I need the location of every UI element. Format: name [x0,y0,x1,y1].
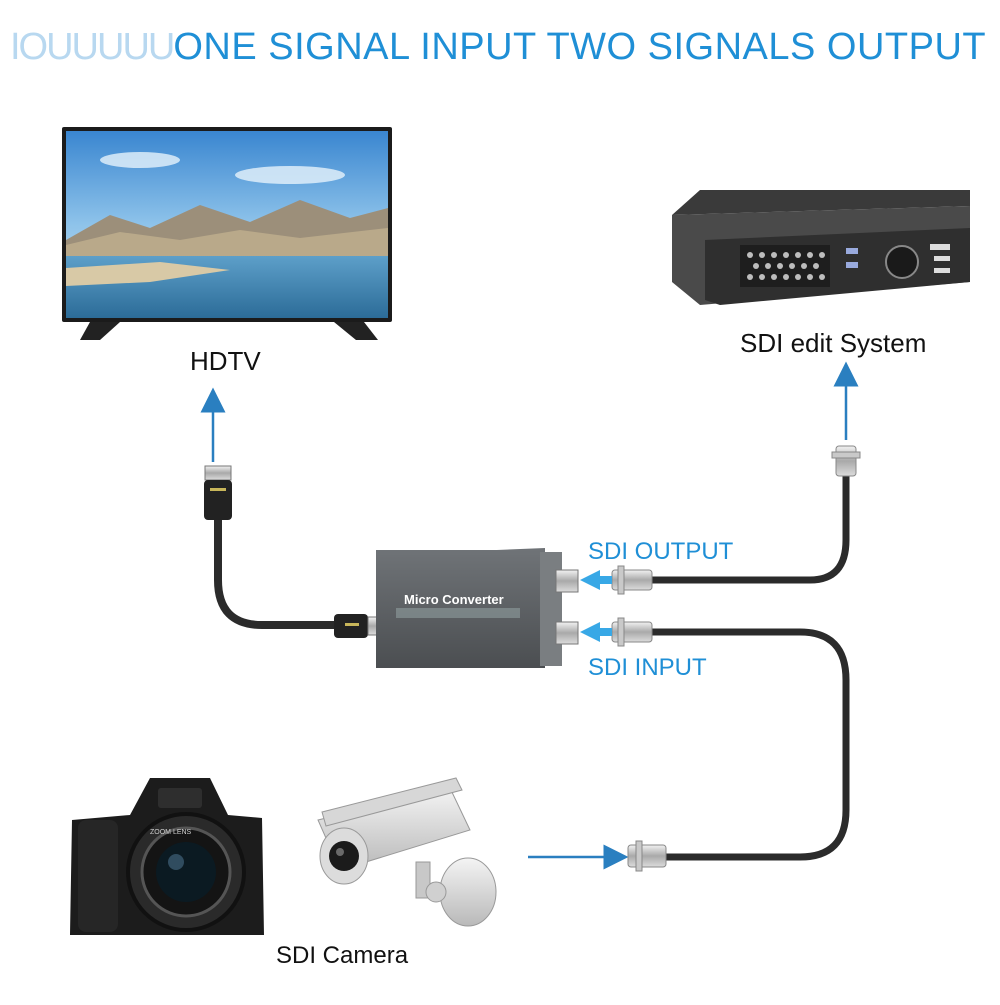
sdi-camera-label: SDI Camera [276,942,409,969]
converter-label: Micro Converter [404,592,504,607]
sdi-edit-system-label: SDI edit System [740,328,927,358]
hdtv-image [62,127,392,340]
bnc-connector-edit [831,445,861,477]
sdi-output-label: SDI OUTPUT [588,538,734,565]
hdmi-cable [214,516,342,629]
sdi-edit-system-image [672,190,970,305]
title-ghost-text: IOUUUUU [10,26,175,68]
micro-converter [376,548,579,668]
bnc-connector-camera [627,840,667,872]
page-title: IOUUUUUONE SIGNAL INPUT TWO SIGNALS OUTP… [10,26,986,69]
sdi-input-flow-arrow [580,622,612,642]
sdi-output-plug [611,565,653,595]
sdi-output-flow-arrow [580,570,612,590]
dslr-camera-image [70,778,264,935]
sdi-input-cable [650,628,850,861]
sdi-output-cable [650,470,850,584]
sdi-input-plug [611,617,653,647]
hdmi-plug-converter [334,614,381,638]
title-text: ONE SIGNAL INPUT TWO SIGNALS OUTPUT [173,26,987,68]
sdi-input-label: SDI INPUT [588,654,707,681]
camera-lens-text: ZOOM LENS [150,829,192,836]
hdmi-plug-top [204,465,232,520]
security-camera-image [317,777,497,927]
hdtv-label: HDTV [190,346,261,376]
